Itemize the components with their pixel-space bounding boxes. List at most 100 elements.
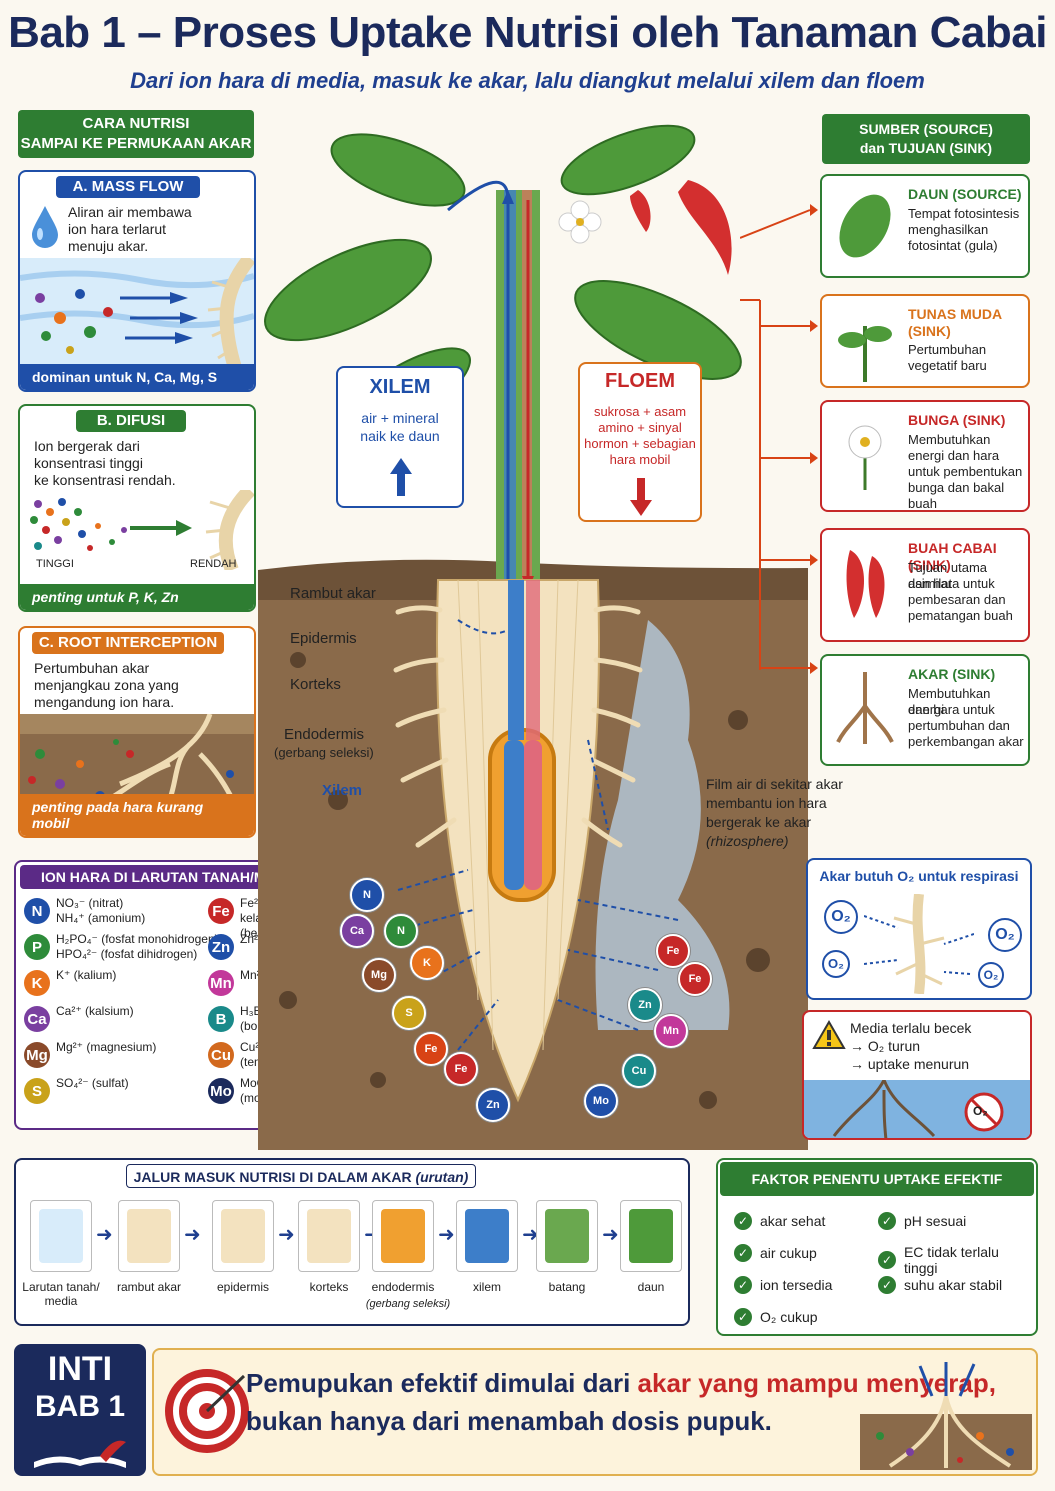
ion-bubble: Fe bbox=[678, 962, 712, 996]
mass-flow-text-1: Aliran air membawa bbox=[68, 204, 192, 220]
xilem-box-text-1: air + mineral bbox=[361, 410, 439, 426]
sink-icon bbox=[839, 194, 891, 258]
interception-title: C. ROOT INTERCEPTION bbox=[32, 632, 224, 654]
plant-root-diagram bbox=[258, 124, 808, 1150]
warning-box: Media terlalu becek → O₂ turun → uptake … bbox=[802, 1010, 1032, 1140]
mass-flow-text-3: menuju akar. bbox=[68, 238, 149, 254]
faktor-item: ✓suhu akar stabil bbox=[878, 1276, 1002, 1294]
arrow-up-icon bbox=[390, 458, 412, 496]
source-sink-header: SUMBER (SOURCE) dan TUJUAN (SINK) bbox=[822, 114, 1030, 164]
floem-box: FLOEM sukrosa + asam amino + sinyal horm… bbox=[578, 362, 702, 522]
arrow-right-icon: ➜ bbox=[522, 1224, 539, 1246]
ion-bubble: Cu bbox=[622, 1054, 656, 1088]
difusi-footer: penting untuk P, K, Zn bbox=[20, 584, 254, 610]
check-icon: ✓ bbox=[734, 1276, 752, 1294]
no-o2-label: O₂ bbox=[973, 1104, 988, 1118]
sink-text: bunga dan bakal buah bbox=[908, 480, 1005, 511]
root-uptake-illustration bbox=[860, 1362, 1032, 1470]
sink-text: dan hara untuk bbox=[908, 702, 995, 717]
ion-symbol-chip: B bbox=[208, 1006, 234, 1032]
floem-box-text-2: amino + sinyal bbox=[598, 420, 682, 435]
faktor-title: FAKTOR PENENTU UPTAKE EFEKTIF bbox=[720, 1162, 1034, 1196]
check-icon: ✓ bbox=[878, 1212, 896, 1230]
mass-flow-panel: A. MASS FLOW Aliran air membawa ion hara… bbox=[18, 170, 256, 392]
sink-text: fotosintat (gula) bbox=[908, 238, 998, 253]
floem-box-text-1: sukrosa + asam bbox=[593, 404, 687, 419]
check-icon: ✓ bbox=[878, 1276, 896, 1294]
flower bbox=[558, 200, 602, 244]
sink-text: untuk pembentukan bbox=[908, 464, 1023, 479]
sink-text: Membutuhkan energi bbox=[908, 686, 991, 717]
sink-title: DAUN (SOURCE) bbox=[908, 186, 1022, 202]
ion-description: NO₃⁻ (nitrat)NH₄⁺ (amonium) bbox=[56, 896, 146, 925]
jalur-step-label: batang bbox=[548, 1280, 586, 1294]
sink-connector bbox=[740, 204, 818, 674]
difusi-text-2: konsentrasi tinggi bbox=[34, 455, 143, 471]
difusi-high-label: TINGGI bbox=[36, 558, 74, 570]
faktor-item: ✓akar sehat bbox=[734, 1212, 825, 1230]
jalur-step-label: epidermis bbox=[216, 1280, 270, 1294]
cara-header: CARA NUTRISI SAMPAI KE PERMUKAAN AKAR bbox=[18, 110, 254, 158]
label-endodermis-sub: (gerbang seleksi) bbox=[274, 745, 374, 760]
ion-description: Mg²⁺ (magnesium) bbox=[56, 1040, 157, 1054]
difusi-illustration bbox=[30, 490, 254, 570]
film-text-3: bergerak ke akar bbox=[706, 814, 812, 830]
jalur-title: JALUR MASUK NUTRISI DI DALAM AKAR (uruta… bbox=[126, 1164, 476, 1188]
film-text-1: Film air di sekitar akar bbox=[706, 776, 843, 792]
sink-title: TUNAS MUDA(SINK) bbox=[908, 306, 1003, 339]
jalur-step bbox=[372, 1200, 434, 1272]
page-title: Bab 1 – Proses Uptake Nutrisi oleh Tanam… bbox=[8, 8, 1047, 57]
water-drop-icon bbox=[32, 206, 58, 248]
root-xylem bbox=[504, 740, 524, 890]
mass-flow-footer: dominan untuk N, Ca, Mg, S bbox=[20, 364, 254, 390]
warning-text-3: → uptake menurun bbox=[850, 1056, 970, 1072]
jalur-step-label: korteks bbox=[309, 1280, 349, 1294]
ion-bubble: Zn bbox=[476, 1088, 510, 1122]
jalur-step-illustration bbox=[39, 1209, 83, 1263]
sink-title: AKAR (SINK) bbox=[908, 666, 996, 682]
inti-message-line-1: Pemupukan efektif dimulai dari akar yang… bbox=[246, 1368, 996, 1398]
sink-text: vegetatif baru bbox=[908, 358, 987, 373]
ion-symbol-chip: K bbox=[24, 970, 50, 996]
difusi-title: B. DIFUSI bbox=[76, 410, 186, 432]
o2-box-title: Akar butuh O₂ untuk respirasi bbox=[819, 868, 1019, 884]
jalur-step-illustration bbox=[127, 1209, 171, 1263]
interception-footer: penting pada hara kurang mobil bbox=[20, 794, 254, 836]
ion-symbol-chip: Ca bbox=[24, 1006, 50, 1032]
floem-box-title: FLOEM bbox=[605, 370, 675, 392]
check-icon: ✓ bbox=[734, 1308, 752, 1326]
arrow-down-icon bbox=[630, 478, 652, 516]
chili-fruit bbox=[678, 180, 732, 275]
o2-bubble: O₂ bbox=[978, 962, 1004, 988]
ion-bubble: N bbox=[350, 878, 384, 912]
ion-symbol-chip: Mg bbox=[24, 1042, 50, 1068]
interception-text-1: Pertumbuhan akar bbox=[34, 660, 150, 676]
faktor-item: ✓EC tidak terlalu tinggi bbox=[878, 1244, 1036, 1276]
leaf bbox=[264, 238, 432, 342]
arrow-right-icon: ➜ bbox=[184, 1224, 201, 1246]
xilem-box-text-2: naik ke daun bbox=[360, 428, 440, 444]
label-xilem: Xilem bbox=[322, 782, 363, 799]
ion-bubble: Ca bbox=[340, 914, 374, 948]
warning-text-1: Media terlalu becek bbox=[850, 1020, 972, 1036]
ion-bubble: N bbox=[384, 914, 418, 948]
sink-text: Membutuhkan bbox=[908, 432, 991, 447]
floem-box-text-3: hormon + sebagian bbox=[584, 436, 696, 451]
interception-text-3: mengandung ion hara. bbox=[34, 694, 175, 710]
ion-symbol-chip: Cu bbox=[208, 1042, 234, 1068]
sink-icon bbox=[836, 672, 894, 744]
jalur-step-illustration bbox=[465, 1209, 509, 1263]
label-endodermis: Endodermis bbox=[284, 726, 365, 743]
mass-flow-title: A. MASS FLOW bbox=[56, 176, 200, 198]
ion-symbol-chip: S bbox=[24, 1078, 50, 1104]
jalur-step bbox=[456, 1200, 518, 1272]
warning-text-2: → O₂ turun bbox=[850, 1038, 921, 1054]
water-film bbox=[595, 620, 730, 1030]
faktor-item: ✓air cukup bbox=[734, 1244, 817, 1262]
sink-text: energi dan hara bbox=[908, 448, 1000, 463]
arrow-right-icon: ➜ bbox=[602, 1224, 619, 1246]
sink-title: BUAH CABAI (SINK) bbox=[908, 540, 997, 573]
sink-text: Tempat fotosintesis bbox=[908, 206, 1020, 221]
